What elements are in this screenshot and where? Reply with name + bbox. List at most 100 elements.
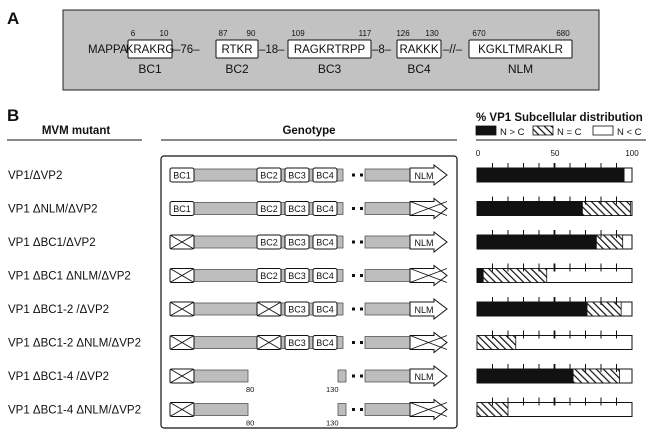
gap-dot — [352, 274, 355, 277]
distribution-bar — [476, 297, 633, 317]
motif-box: BC3 — [284, 234, 310, 250]
motif-bc1-seq: KRAKRG — [126, 44, 175, 56]
legend-swatch-hatched — [532, 125, 554, 136]
nlm-label: NLM — [414, 171, 433, 181]
nlm-deleted-arrow — [409, 264, 448, 287]
motif-bc2-seq: RTKR — [221, 44, 252, 56]
deleted-motif-box — [169, 368, 195, 384]
motif-bc2-label: BC2 — [225, 62, 249, 76]
motif-bc1: 6 10 KRAKRG BC1 — [126, 29, 175, 76]
motif-box-label: BC2 — [260, 171, 278, 181]
nlm-deleted-arrow — [409, 331, 448, 354]
motif-box: BC2 — [256, 201, 282, 216]
bar-segment-n-gt-c — [476, 368, 574, 384]
motif-box-label: BC1 — [173, 171, 191, 181]
motif-box-label: BC1 — [173, 204, 191, 214]
axis-tick-100: 100 — [625, 149, 639, 158]
motif-box: BC4 — [312, 301, 338, 317]
gap-dot — [352, 307, 355, 311]
motif-box: BC2 — [256, 234, 282, 250]
nlm-label: NLM — [414, 372, 433, 382]
motif-bc2-start: 87 — [219, 29, 228, 38]
motif-box-label: BC3 — [288, 204, 306, 214]
motif-nlm: 670 680 KGKLTMRAKLR NLM — [468, 29, 573, 76]
legend-swatch-solid — [475, 125, 497, 136]
gap-dot — [360, 207, 363, 210]
bar-segment-n-eq-c — [572, 368, 620, 384]
motif-bc4-start: 126 — [396, 29, 410, 38]
deleted-motif-box — [256, 301, 282, 317]
distribution-bar — [476, 263, 633, 283]
motif-bc2: 87 90 RTKR BC2 — [215, 29, 259, 76]
motif-box-label: BC2 — [260, 238, 278, 248]
motif-box-label: BC4 — [316, 238, 334, 248]
panel-b-label: B — [7, 106, 19, 125]
gap-dot — [360, 408, 363, 411]
deleted-motif-box — [256, 335, 282, 350]
backbone-segment — [364, 269, 411, 282]
motif-nlm-start: 670 — [472, 29, 486, 38]
motif-bc4-label: BC4 — [407, 62, 431, 76]
seq-prefix: MAPPA — [88, 44, 128, 56]
motif-box: BC3 — [284, 201, 310, 216]
motif-nlm-end: 680 — [556, 29, 570, 38]
motif-bc2-end: 90 — [247, 29, 256, 38]
motif-bc3-end: 117 — [359, 29, 372, 38]
distribution-legend: N > C N = C N < C — [475, 125, 642, 138]
backbone-segment — [364, 336, 411, 349]
panel-a-label: A — [7, 9, 19, 28]
gap-dot — [360, 307, 363, 311]
bar-segment-n-gt-c — [476, 301, 588, 317]
motif-bc3-seq: RAGKRTRPP — [294, 44, 366, 56]
motif-nlm-label: NLM — [508, 62, 533, 76]
col-header-mutant: MVM mutant — [42, 125, 111, 137]
motif-box: BC4 — [312, 268, 338, 283]
bar-segment-n-eq-c — [476, 335, 517, 350]
motif-box-label: BC2 — [260, 271, 278, 281]
gap-dot — [360, 173, 363, 177]
motif-box-label: BC3 — [288, 171, 306, 181]
backbone-segment — [364, 168, 411, 182]
bar-segment-n-gt-c — [476, 268, 484, 283]
motif-bc1-label: BC1 — [138, 62, 162, 76]
bar-segment-n-eq-c — [586, 301, 622, 317]
motif-box: BC3 — [284, 301, 310, 317]
motif-box-label: BC4 — [316, 305, 334, 315]
linker-4: –//– — [443, 44, 463, 56]
motif-box: BC4 — [312, 201, 338, 216]
deleted-motif-box — [169, 234, 195, 250]
gap-dot — [360, 374, 363, 378]
nlm-arrow: NLM — [409, 230, 448, 254]
gap-dot — [360, 341, 363, 344]
mutant-name: VP1 ΔBC1-4 /ΔVP2 — [8, 371, 109, 383]
motif-bc1-end: 10 — [160, 29, 169, 38]
backbone-segment — [364, 403, 411, 416]
genotype-frame — [160, 155, 458, 429]
mutant-name: VP1 ΔBC1 ΔNLM/ΔVP2 — [8, 271, 131, 283]
motif-box: BC3 — [284, 268, 310, 283]
legend-swatch-empty — [592, 125, 614, 136]
bar-segment-n-eq-c — [595, 234, 624, 250]
distribution-bar — [476, 230, 633, 250]
deletion-end-label: 80 — [246, 385, 254, 394]
motif-box: BC3 — [284, 335, 310, 350]
motif-box-label: BC3 — [288, 338, 306, 348]
motif-box-label: BC2 — [260, 204, 278, 214]
backbone-segment — [364, 202, 411, 215]
axis-tick-50: 50 — [551, 149, 560, 158]
backbone-segment — [364, 369, 411, 383]
nlm-deleted-arrow — [409, 197, 448, 220]
motif-bc3: 109 117 RAGKRTRPP BC3 — [287, 29, 372, 76]
axis-tick-0: 0 — [476, 149, 481, 158]
deleted-motif-box — [169, 335, 195, 350]
gap-dot — [352, 374, 355, 378]
deleted-motif-box — [169, 301, 195, 317]
distribution-title: % VP1 Subcellular distribution — [476, 112, 643, 124]
nlm-arrow: NLM — [409, 364, 448, 388]
